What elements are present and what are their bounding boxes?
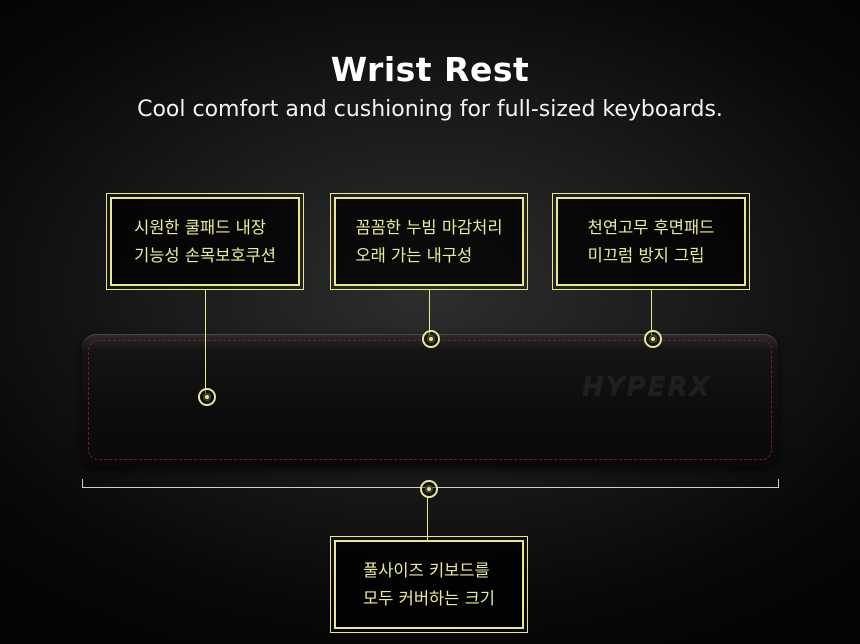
callout-line: 풀사이즈 키보드를 xyxy=(363,560,490,580)
callout-connector xyxy=(429,290,430,337)
callout-line: 미끄럼 방지 그립 xyxy=(587,245,705,265)
callout-connector xyxy=(205,290,206,394)
callout-cool-pad: 시원한 쿨패드 내장 기능성 손목보호쿠션 xyxy=(106,193,304,290)
wrist-rest-image: HYPERX xyxy=(82,334,778,466)
callout-line: 천연고무 후면패드 xyxy=(587,217,715,237)
callout-stitching: 꼼꼼한 누빔 마감처리 오래 가는 내구성 xyxy=(330,193,528,290)
callout-rubber-base: 천연고무 후면패드 미끄럼 방지 그립 xyxy=(552,193,750,290)
hotspot-marker xyxy=(644,330,662,348)
callout-line: 오래 가는 내구성 xyxy=(355,245,473,265)
hyperx-logo: HYPERX xyxy=(582,372,712,402)
callout-full-size: 풀사이즈 키보드를 모두 커버하는 크기 xyxy=(330,536,528,633)
callout-line: 시원한 쿨패드 내장 xyxy=(134,217,266,237)
page-title: Wrist Rest xyxy=(330,50,530,89)
callout-connector xyxy=(427,497,428,540)
dimension-cap-left xyxy=(82,479,83,488)
dimension-cap-right xyxy=(778,479,779,488)
callout-connector xyxy=(651,290,652,337)
hotspot-marker xyxy=(422,330,440,348)
page-subtitle: Cool comfort and cushioning for full-siz… xyxy=(137,97,723,122)
callout-line: 꼼꼼한 누빔 마감처리 xyxy=(355,217,503,237)
hotspot-marker xyxy=(420,480,438,498)
hotspot-marker xyxy=(198,388,216,406)
callout-line: 모두 커버하는 크기 xyxy=(363,588,495,608)
callout-line: 기능성 손목보호쿠션 xyxy=(134,245,276,265)
